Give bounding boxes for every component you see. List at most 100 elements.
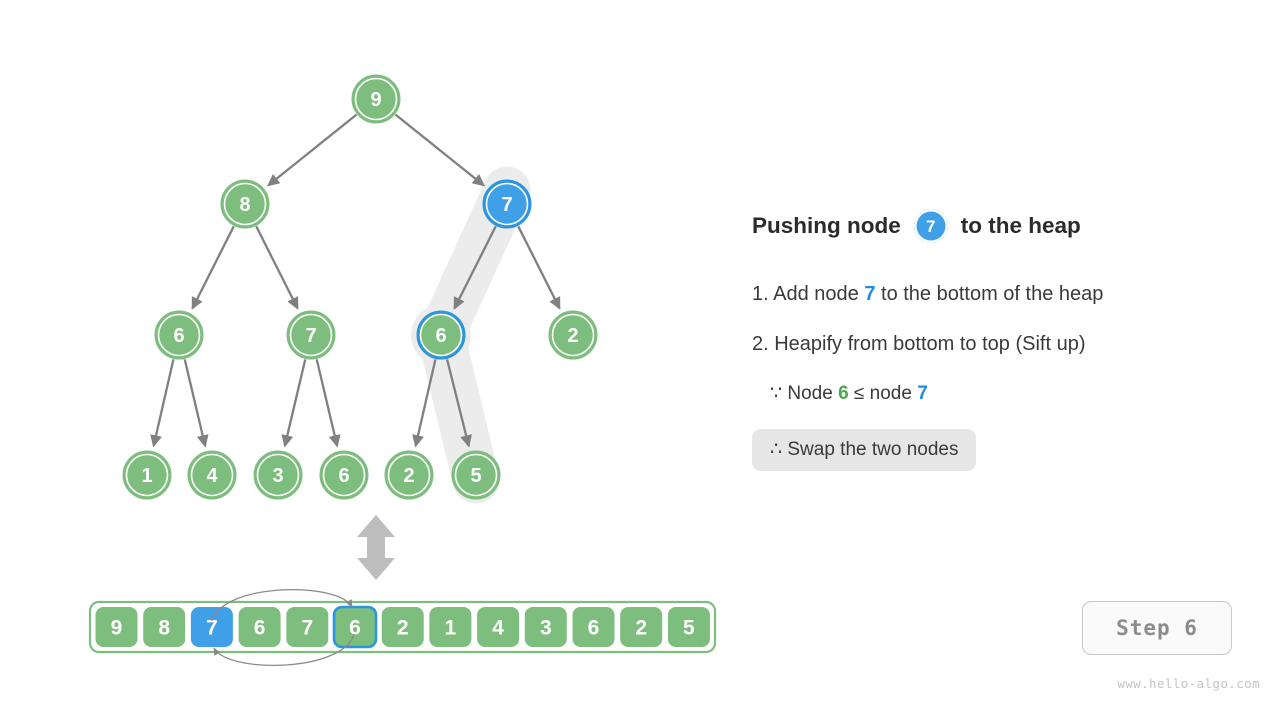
node-fill: [357, 80, 395, 118]
tree-node[interactable]: 6: [319, 450, 369, 500]
tree-node[interactable]: 2: [548, 310, 598, 360]
node-value: 2: [403, 465, 414, 487]
tree-node[interactable]: 2: [384, 450, 434, 500]
tree-node[interactable]: 5: [451, 450, 501, 500]
array-cell-value: 9: [111, 617, 123, 640]
reason-middle: ≤ node: [848, 383, 918, 404]
array-cell-value: 4: [492, 617, 504, 640]
array-frame: [88, 600, 717, 654]
node-fill: [193, 456, 231, 494]
array-cell[interactable]: 6: [332, 605, 378, 649]
node-inner-ring: [157, 313, 201, 357]
array-swap-arrows: [211, 588, 355, 667]
array-cell[interactable]: 5: [667, 607, 710, 647]
watermark-text: www.hello-algo.com: [1117, 676, 1260, 691]
tree-edge: [183, 359, 209, 448]
node-fill: [259, 456, 297, 494]
array-cell[interactable]: 4: [477, 607, 520, 647]
step-badge: Step 6: [1082, 601, 1232, 655]
node-fill: [292, 316, 330, 354]
array-cell-box: [238, 607, 281, 647]
array-cell[interactable]: 7: [190, 607, 233, 647]
array-cell[interactable]: 2: [381, 607, 424, 647]
array-cell-box: [667, 607, 710, 647]
tree-node[interactable]: 1: [122, 450, 172, 500]
array-cell-value: 8: [158, 617, 170, 640]
node-value: 3: [272, 465, 283, 487]
reason-line: ∵ Node 6 ≤ node 7: [770, 384, 1252, 403]
reason-left-value: 6: [838, 383, 849, 404]
conclusion-text: Swap the two nodes: [782, 439, 959, 460]
step-item-1: 1. Add node 7 to the bottom of the heap: [752, 284, 1252, 304]
because-symbol: ∵: [770, 383, 783, 404]
tree-edges: [150, 113, 561, 448]
node-fill: [422, 316, 460, 354]
node-inner-ring: [485, 182, 529, 226]
node-inner-ring: [551, 313, 595, 357]
node-value: 1: [141, 465, 152, 487]
array-cell-value: 1: [445, 617, 457, 640]
array-cell[interactable]: 1: [429, 607, 472, 647]
array-cell[interactable]: 6: [238, 607, 281, 647]
node-inner-ring: [223, 182, 267, 226]
node-inner-ring: [419, 313, 463, 357]
step-badge-label: Step 6: [1116, 616, 1198, 640]
array-cell-box: [381, 607, 424, 647]
tree-node[interactable]: 8: [220, 179, 270, 229]
node-value: 7: [305, 325, 316, 347]
step-1-prefix: 1. Add node: [752, 283, 865, 305]
node-value: 2: [567, 325, 578, 347]
array-cell-value: 7: [206, 617, 218, 640]
array-cell-value: 6: [349, 617, 361, 640]
tree-edge: [266, 113, 358, 187]
headline-after: to the heap: [960, 212, 1081, 238]
array-cell-value: 2: [635, 617, 647, 640]
tree-edge: [150, 359, 175, 448]
array-cell-value: 3: [540, 617, 552, 640]
array-cell[interactable]: 9: [95, 607, 138, 647]
tree-node[interactable]: 3: [253, 450, 303, 500]
array-cell[interactable]: 7: [286, 607, 329, 647]
tree-node[interactable]: 7: [482, 179, 532, 229]
tree-edge: [445, 358, 472, 448]
node-fill: [488, 185, 526, 223]
array-cell[interactable]: 6: [572, 607, 615, 647]
array-cell-value: 7: [301, 617, 313, 640]
tree-node[interactable]: 6: [154, 310, 204, 360]
step-1-value: 7: [864, 283, 876, 305]
node-value: 5: [470, 465, 481, 487]
node-fill: [390, 456, 428, 494]
tree-edge: [191, 225, 235, 310]
tree-array-link-icon: [357, 515, 395, 580]
node-value: 7: [501, 194, 512, 216]
step-1-suffix: to the bottom of the heap: [875, 283, 1104, 305]
node-inner-ring: [125, 453, 169, 497]
node-inner-ring: [322, 453, 366, 497]
array-cell-box: [286, 607, 329, 647]
node-inner-ring: [454, 453, 498, 497]
tree-node[interactable]: 4: [187, 450, 237, 500]
tree-nodes: 9 8 7 6 7 6 2 1 4 3 6 2 5: [122, 74, 598, 500]
conclusion-box: ∴ Swap the two nodes: [752, 429, 977, 471]
array-cell[interactable]: 3: [524, 607, 567, 647]
headline-before: Pushing node: [752, 212, 901, 238]
tree-edge: [453, 225, 497, 310]
array-cell-value: 5: [683, 617, 695, 640]
tree-node[interactable]: 6: [416, 310, 466, 360]
headline-node-chip: 7: [913, 209, 948, 243]
array-cell[interactable]: 2: [620, 607, 663, 647]
array-cell-box: [332, 605, 378, 649]
array-cell[interactable]: 8: [143, 607, 186, 647]
step-2-prefix: 2. Heapify from bottom to top (Sift up): [752, 333, 1086, 355]
node-value: 6: [338, 465, 349, 487]
node-fill: [457, 456, 495, 494]
tree-node[interactable]: 9: [351, 74, 401, 124]
node-inner-ring: [387, 453, 431, 497]
array-cell-value: 2: [397, 617, 409, 640]
node-fill: [226, 185, 264, 223]
watermark: www.hello-algo.com: [1070, 676, 1260, 691]
tree-node[interactable]: 7: [286, 310, 336, 360]
